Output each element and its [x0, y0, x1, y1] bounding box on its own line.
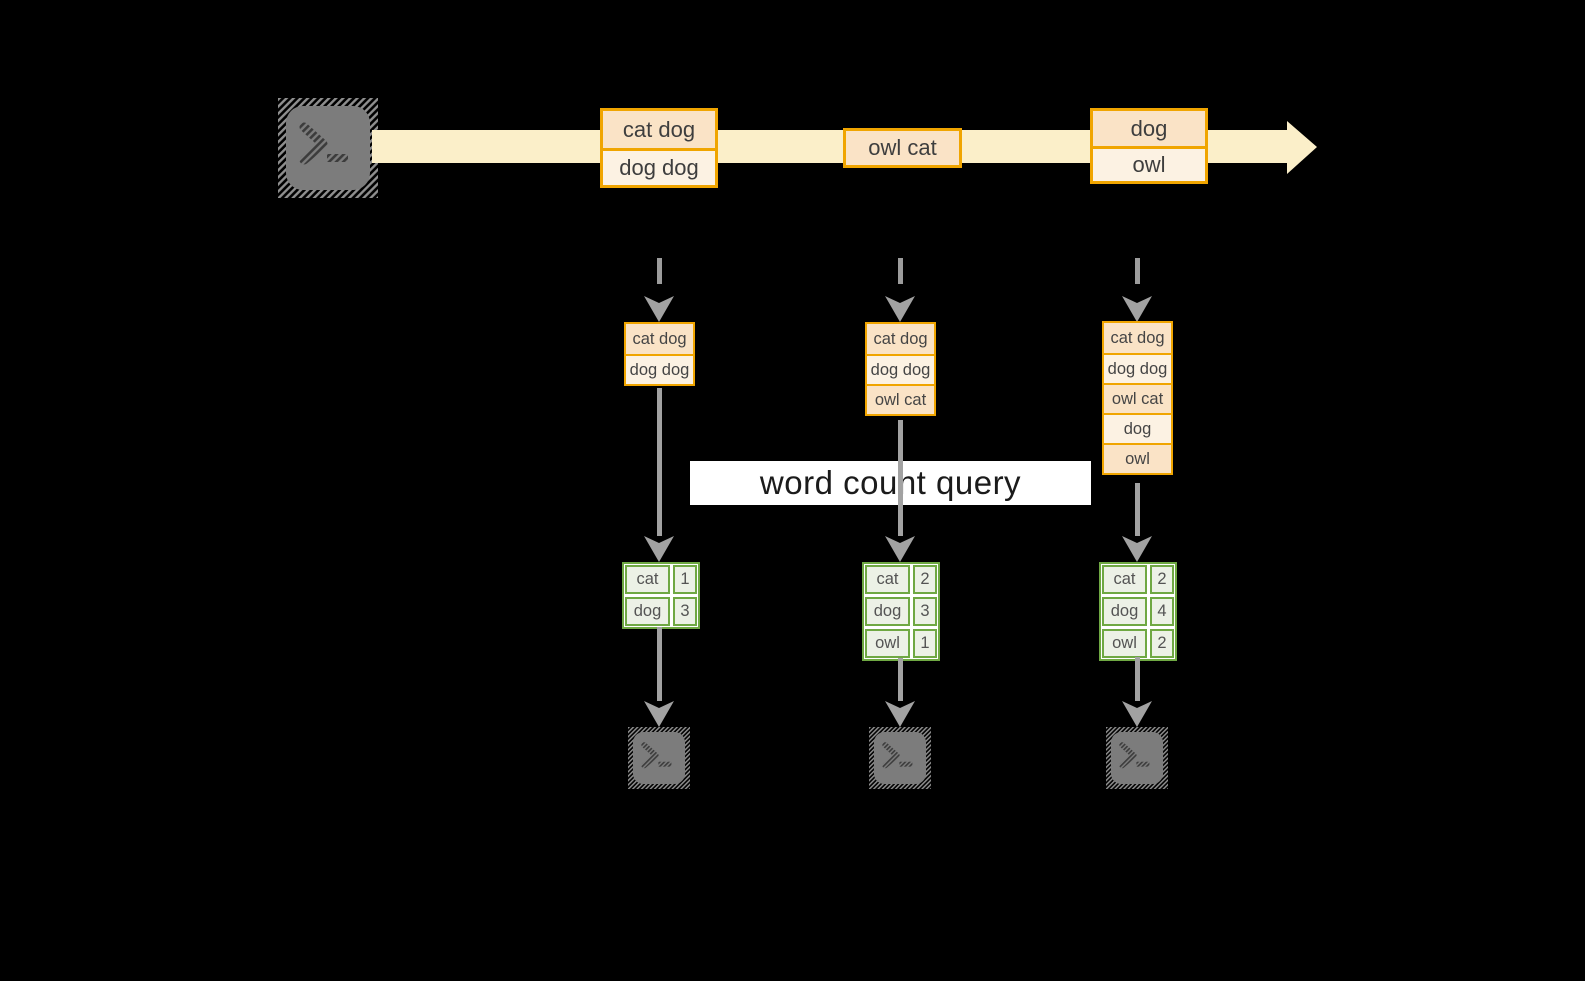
- result-to-consumer-arrow-2: [885, 658, 915, 727]
- arrow-head-icon: [885, 701, 915, 727]
- state-buffer-3: cat dog dog dog owl cat dog owl: [1102, 321, 1173, 475]
- query-label: word count query: [759, 464, 1022, 501]
- arrow-shaft: [1134, 258, 1140, 284]
- consumer-terminal-icon-1: [628, 727, 690, 789]
- arrow-shaft: [897, 658, 903, 701]
- arrow-shaft: [897, 420, 903, 536]
- result-to-consumer-arrow-1: [644, 627, 674, 727]
- word-cell: owl: [1102, 629, 1147, 658]
- result-to-consumer-arrow-3: [1122, 657, 1152, 727]
- stream-batch-3: dog owl: [1090, 108, 1208, 184]
- consumer-terminal-icon-2: [869, 727, 931, 789]
- arrow-shaft: [656, 627, 662, 701]
- arrow-head-icon: [1122, 536, 1152, 562]
- word-cell: owl: [865, 629, 910, 658]
- word-count-table-1: cat 1 dog 3: [622, 562, 700, 629]
- producer-terminal-icon: [278, 98, 378, 198]
- arrow-shaft: [1134, 657, 1140, 701]
- stream-record: owl cat: [846, 131, 959, 165]
- state-to-result-arrow-2: [885, 420, 915, 562]
- count-cell: 2: [1150, 565, 1174, 594]
- stream-record: cat dog: [603, 111, 715, 148]
- state-to-result-arrow-3: [1122, 483, 1152, 562]
- state-to-result-arrow-1: [644, 388, 674, 562]
- count-cell: 1: [673, 565, 697, 594]
- arrow-head-icon: [1122, 296, 1152, 322]
- count-cell: 2: [1150, 629, 1174, 658]
- arrow-head-icon: [644, 296, 674, 322]
- arrow-shaft: [656, 388, 662, 536]
- state-buffer-2: cat dog dog dog owl cat: [865, 322, 936, 416]
- state-record: dog dog: [867, 354, 934, 384]
- stream-record: dog: [1093, 111, 1205, 146]
- arrow-shaft: [897, 258, 903, 284]
- state-record: dog: [1104, 413, 1171, 443]
- state-record: dog dog: [1104, 353, 1171, 383]
- word-count-table-3: cat 2 dog 4 owl 2: [1099, 562, 1177, 661]
- word-count-table-2: cat 2 dog 3 owl 1: [862, 562, 940, 661]
- count-cell: 1: [913, 629, 937, 658]
- word-cell: cat: [625, 565, 670, 594]
- arrow-head-icon: [644, 701, 674, 727]
- count-cell: 4: [1150, 597, 1174, 626]
- arrow-head-icon: [644, 536, 674, 562]
- stream-batch-2: owl cat: [843, 128, 962, 168]
- state-record: owl: [1104, 443, 1171, 473]
- stream-batch-1: cat dog dog dog: [600, 108, 718, 188]
- arrow-head-icon: [885, 296, 915, 322]
- word-cell: dog: [865, 597, 910, 626]
- batch-to-state-arrow-2: [885, 258, 915, 322]
- count-cell: 3: [673, 597, 697, 626]
- arrow-shaft: [656, 258, 662, 284]
- stream-record: dog dog: [603, 148, 715, 185]
- state-record: cat dog: [626, 324, 693, 354]
- word-cell: dog: [1102, 597, 1147, 626]
- state-record: dog dog: [626, 354, 693, 384]
- word-cell: cat: [1102, 565, 1147, 594]
- state-record: owl cat: [867, 384, 934, 414]
- batch-to-state-arrow-1: [644, 258, 674, 322]
- stream-record: owl: [1093, 146, 1205, 181]
- count-cell: 2: [913, 565, 937, 594]
- count-cell: 3: [913, 597, 937, 626]
- query-banner: word count query: [690, 461, 1091, 505]
- batch-to-state-arrow-3: [1122, 258, 1152, 322]
- consumer-terminal-icon-3: [1106, 727, 1168, 789]
- state-record: owl cat: [1104, 383, 1171, 413]
- word-cell: cat: [865, 565, 910, 594]
- state-record: cat dog: [867, 324, 934, 354]
- word-cell: dog: [625, 597, 670, 626]
- arrow-head-icon: [885, 536, 915, 562]
- state-record: cat dog: [1104, 323, 1171, 353]
- state-buffer-1: cat dog dog dog: [624, 322, 695, 386]
- arrow-head-icon: [1122, 701, 1152, 727]
- arrow-shaft: [1134, 483, 1140, 536]
